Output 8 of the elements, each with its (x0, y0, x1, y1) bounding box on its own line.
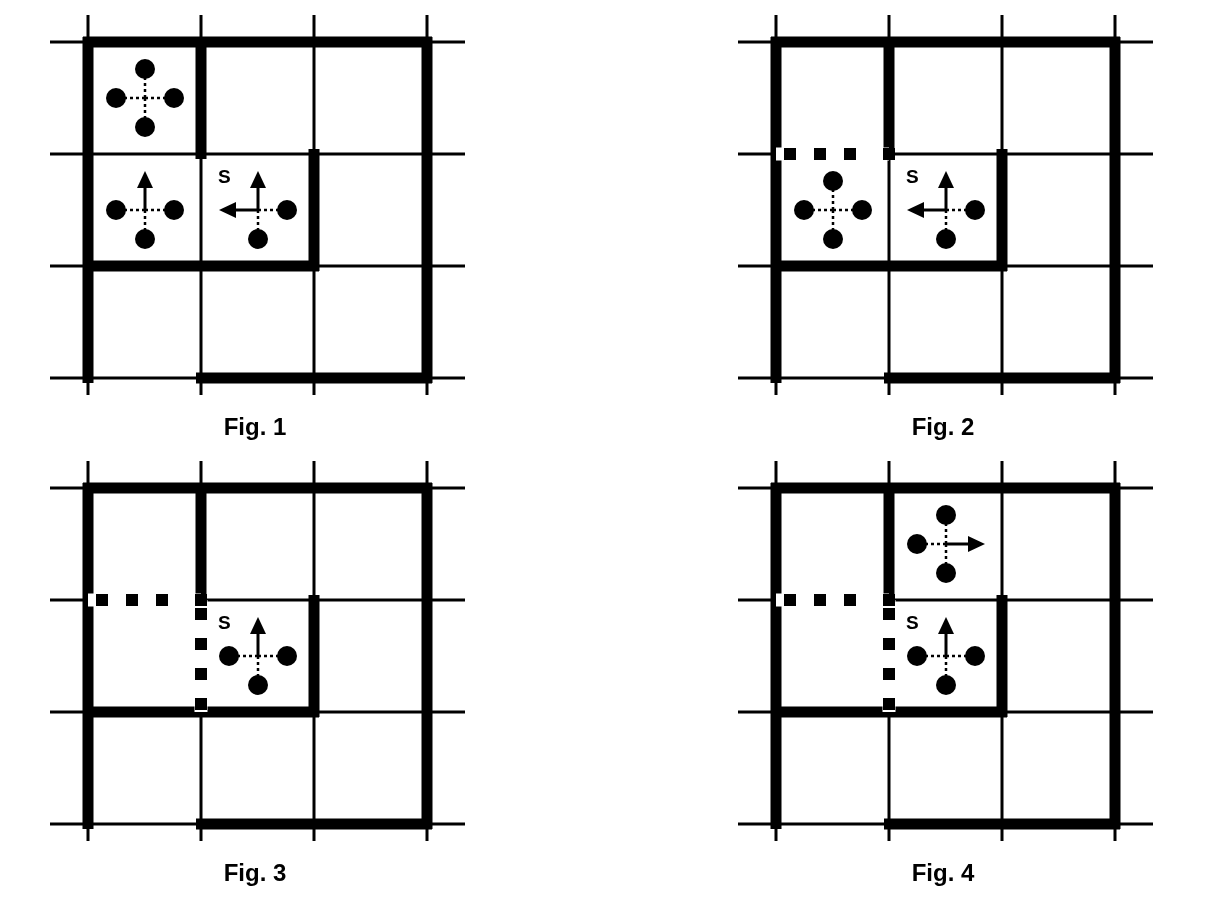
start-label: S (906, 167, 919, 186)
figure-caption: Fig. 2 (911, 415, 975, 439)
figure-caption: Fig. 3 (223, 861, 287, 885)
figure-caption: Fig. 4 (911, 861, 975, 885)
start-label: S (218, 613, 231, 632)
start-label: S (906, 613, 919, 632)
figure-caption: Fig. 1 (223, 415, 287, 439)
start-label: S (218, 167, 231, 186)
